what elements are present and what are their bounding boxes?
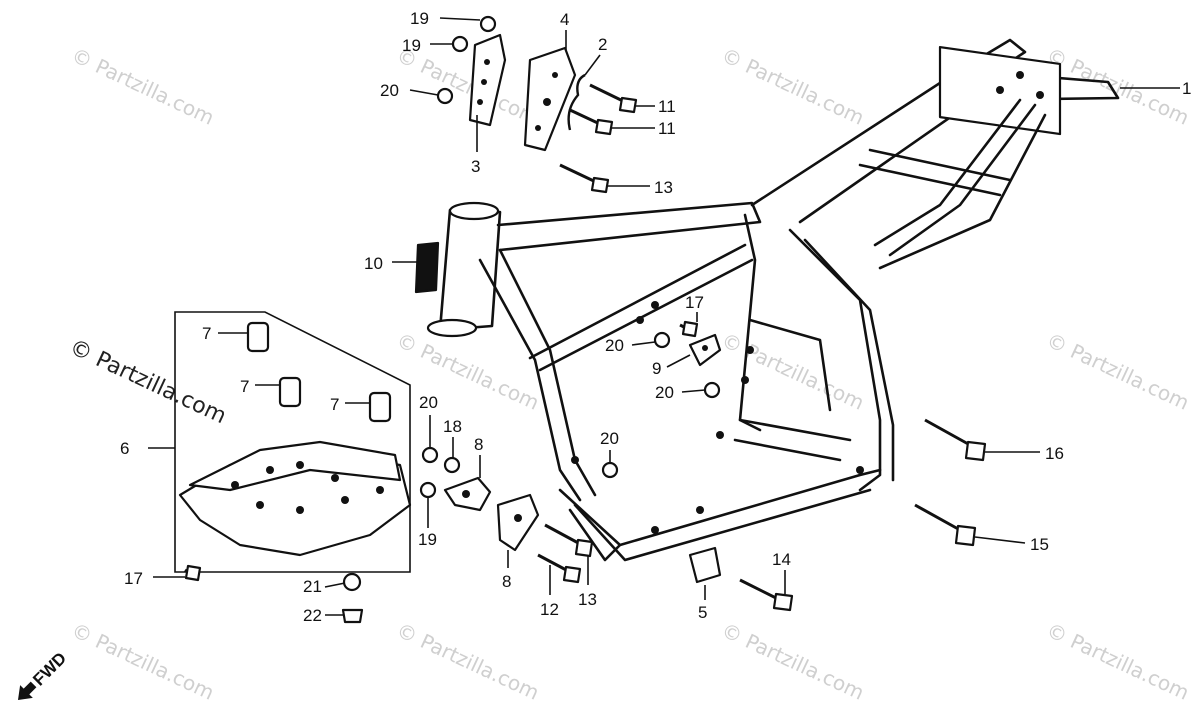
callout-16: 16 [1045, 444, 1064, 463]
callout-7: 7 [240, 377, 249, 396]
callout-20: 20 [419, 393, 438, 412]
callout-17: 17 [685, 293, 704, 312]
callout-21: 21 [303, 577, 322, 596]
skid-plate-group-box [174, 311, 411, 573]
callout-2: 2 [598, 35, 607, 54]
callout-12: 12 [540, 600, 559, 619]
callout-20: 20 [655, 383, 674, 402]
bracket-parts-3-4 [468, 33, 586, 152]
callout-18: 18 [443, 417, 462, 436]
watermark: © Partzilla.com [1043, 328, 1193, 415]
callout-19: 19 [418, 530, 437, 549]
callout-4: 4 [560, 10, 569, 29]
callout-8: 8 [502, 572, 511, 591]
watermark: © Partzilla.com [1043, 618, 1193, 705]
callout-20: 20 [380, 81, 399, 100]
watermark: © Partzilla.com [393, 328, 543, 415]
callout-10: 10 [364, 254, 383, 273]
callout-labels: 1 2 3 4 5 6 7 7 7 8 8 9 10 11 11 12 13 1… [120, 9, 1191, 625]
callout-3: 3 [471, 157, 480, 176]
forward-arrow-icon [18, 681, 37, 700]
watermark: © Partzilla.com [68, 618, 218, 705]
watermark: © Partzilla.com [393, 43, 543, 130]
callout-20: 20 [605, 336, 624, 355]
callout-19: 19 [402, 36, 421, 55]
callout-5: 5 [698, 603, 707, 622]
watermark: © Partzilla.com [718, 43, 868, 130]
collars [246, 321, 392, 423]
callout-7: 7 [330, 395, 339, 414]
nuts-and-washers [341, 15, 721, 624]
callout-1: 1 [1182, 79, 1191, 98]
watermark: © Partzilla.com [68, 43, 218, 130]
watermark: © Partzilla.com [718, 328, 868, 415]
skid-plate [178, 440, 412, 557]
forward-direction-indicator: FWD [18, 649, 70, 700]
callout-13: 13 [654, 178, 673, 197]
callout-6: 6 [120, 439, 129, 458]
leader-lines [148, 17, 1180, 616]
callout-7: 7 [202, 324, 211, 343]
bolts [184, 83, 987, 612]
main-frame [426, 38, 1120, 562]
callout-22: 22 [303, 606, 322, 625]
watermarks: © Partzilla.com © Partzilla.com © Partzi… [68, 43, 1193, 705]
frame-label-sticker [414, 241, 440, 294]
mount-plates [443, 333, 722, 552]
watermark: © Partzilla.com [393, 618, 543, 705]
watermark-prominent: © Partzilla.com [65, 335, 229, 429]
callout-13: 13 [578, 590, 597, 609]
callout-11: 11 [658, 97, 676, 116]
callout-17: 17 [124, 569, 143, 588]
callout-19: 19 [410, 9, 429, 28]
callout-15: 15 [1030, 535, 1049, 554]
callout-14: 14 [772, 550, 791, 569]
callout-9: 9 [652, 359, 661, 378]
watermark: © Partzilla.com [718, 618, 868, 705]
callout-11: 11 [658, 119, 676, 138]
callout-8: 8 [474, 435, 483, 454]
watermark: © Partzilla.com [1043, 43, 1193, 130]
fwd-label: FWD [29, 649, 70, 690]
callout-20: 20 [600, 429, 619, 448]
